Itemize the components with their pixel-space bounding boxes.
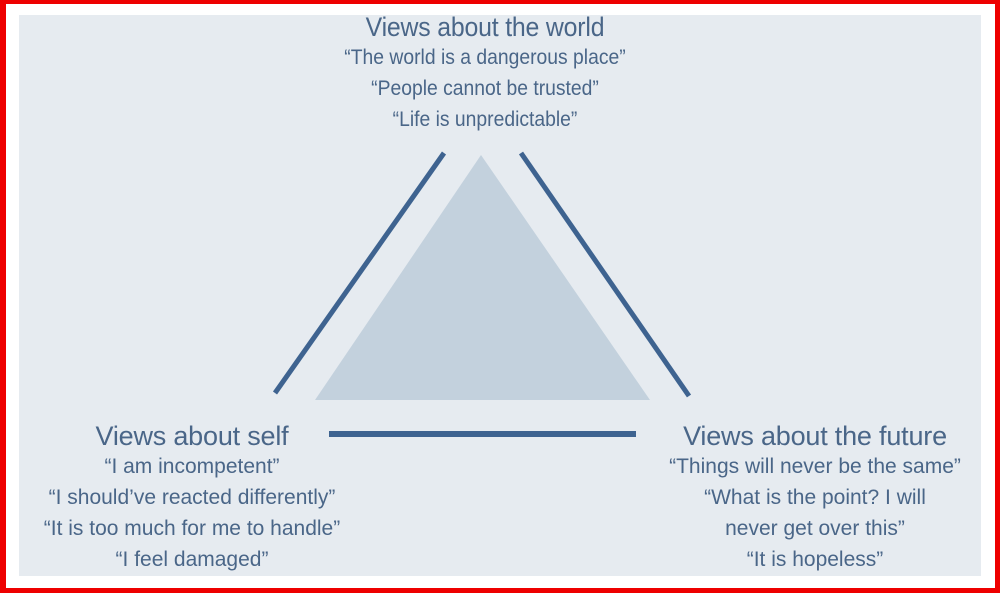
node-self-line: “I should’ve reacted differently” <box>48 486 336 509</box>
edge-self-world <box>272 151 447 395</box>
node-future-line: “What is the point? I will <box>704 486 926 509</box>
node-world-line: “Life is unpredictable” <box>392 108 578 131</box>
center-triangle <box>315 155 650 400</box>
node-future-line: never get over this” <box>725 517 905 540</box>
node-self: Views about self “I am incompetent” “I s… <box>12 421 372 575</box>
node-future-line: “Things will never be the same” <box>669 455 961 478</box>
node-world-line: “The world is a dangerous place” <box>344 46 626 69</box>
node-self-line: “I feel damaged” <box>115 548 269 571</box>
edge-world-future <box>518 151 692 398</box>
node-self-line: “It is too much for me to handle” <box>43 517 341 540</box>
node-future-line: “It is hopeless” <box>746 548 884 571</box>
node-future: Views about the future “Things will neve… <box>630 421 1000 575</box>
node-world-title: Views about the world <box>365 12 605 42</box>
node-future-title: Views about the future <box>683 421 947 451</box>
node-world: Views about the world “The world is a da… <box>250 12 720 135</box>
node-world-line: “People cannot be trusted” <box>371 77 599 100</box>
node-self-line: “I am incompetent” <box>104 455 280 478</box>
node-self-title: Views about self <box>95 421 289 451</box>
